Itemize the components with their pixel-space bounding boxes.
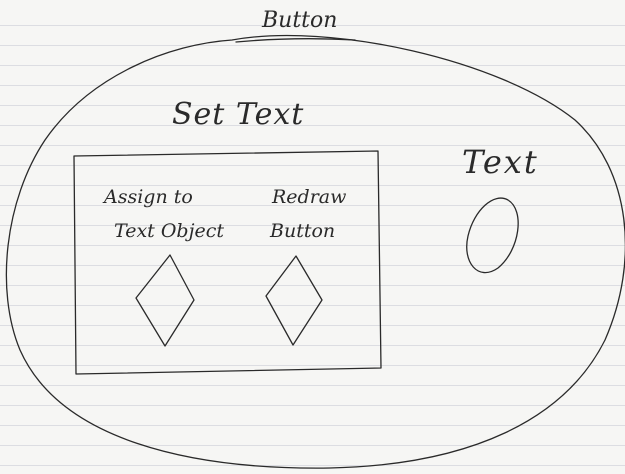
- button-outline: [5, 34, 625, 469]
- text-label: Text: [462, 143, 539, 181]
- redraw-label-line1: Redraw: [272, 186, 347, 208]
- set-text-label: Set Text: [172, 97, 305, 132]
- decision-diamond-redraw: [265, 255, 323, 346]
- set-text-box: [73, 150, 382, 375]
- redraw-label-line2: Button: [270, 220, 336, 242]
- button-label: Button: [262, 8, 338, 33]
- assign-label-line1: Assign to: [104, 186, 193, 208]
- button-label-underline: [235, 38, 356, 43]
- text-object-oval: [466, 197, 519, 274]
- assign-label-line2: Text Object: [114, 220, 224, 242]
- decision-diamond-assign: [135, 254, 195, 347]
